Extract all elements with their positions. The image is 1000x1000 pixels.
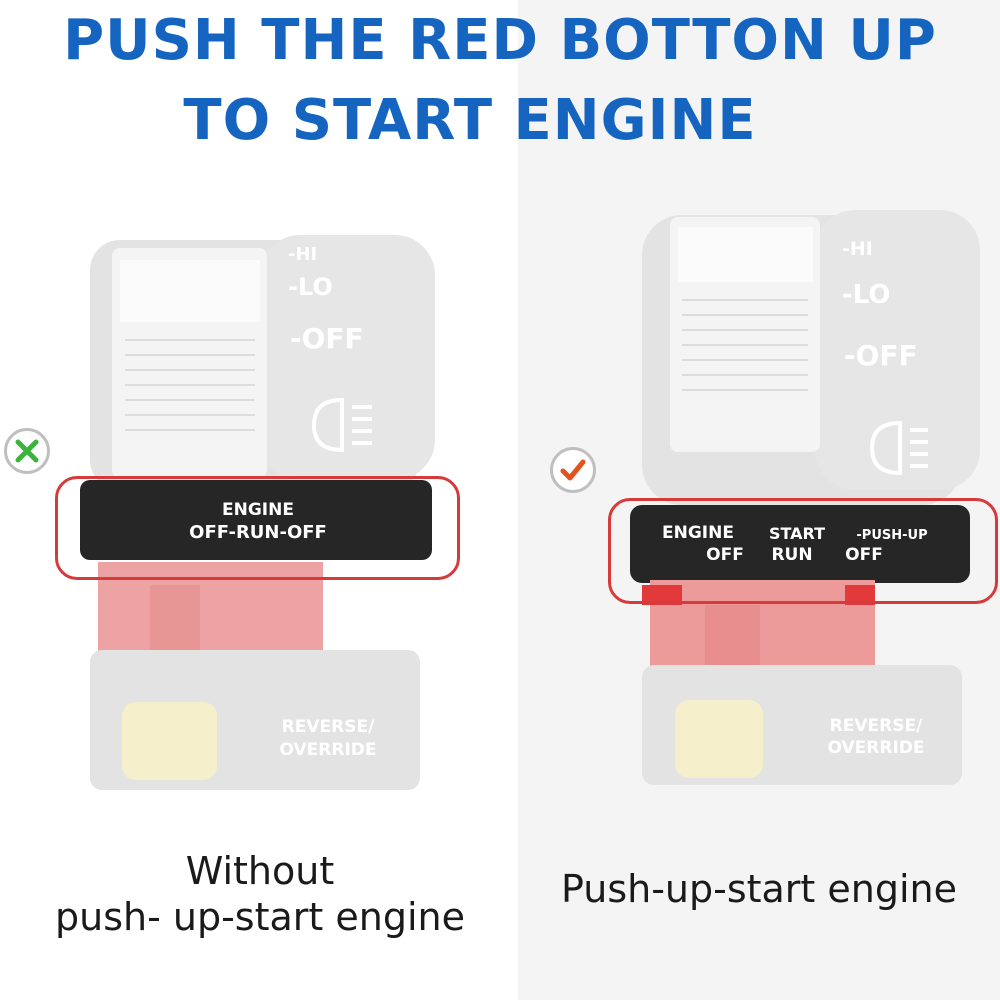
left-engine-states: OFF-RUN-OFF [189,522,327,543]
headline-line-1: PUSH THE RED BOTTON UP [63,8,937,73]
right-start-label: START [769,524,825,543]
right-status-mark [550,447,596,493]
right-off-label: -OFF [844,339,918,372]
right-caption: Push-up-start engine [560,867,958,911]
right-off2-label: OFF [845,545,883,565]
cross-icon [15,439,39,463]
right-push-up-label: -PUSH-UP [856,528,927,543]
headline-line-2: TO START ENGINE [183,88,757,153]
right-engine-highlight [608,498,998,604]
left-off-label: -OFF [290,322,364,355]
right-off1-label: OFF [706,545,744,565]
left-caption-line-1: Without [185,849,335,893]
right-handlebar-switch: -HI -LO -OFF ENGINE START -PUSH-UP OFF R… [630,210,980,785]
left-reverse-label: REVERSE/ [282,717,375,737]
right-engine-label: ENGINE [662,523,734,543]
right-reverse-label: REVERSE/ [830,716,923,736]
left-override-label: OVERRIDE [280,740,377,760]
left-headlight-icon [311,397,372,453]
left-caption: Without push- up-start engine [20,848,500,940]
right-hi-label: -HI [842,238,873,260]
left-lo-label: -LO [288,273,333,301]
right-run-label: RUN [771,545,812,565]
left-engine-highlight [55,476,460,580]
left-caption-line-2: push- up-start engine [55,895,465,939]
right-lo-label: -LO [842,280,891,310]
checkmark-icon [560,459,586,481]
left-status-mark [4,428,50,474]
left-engine-label: ENGINE [222,500,294,520]
right-override-label: OVERRIDE [828,738,925,758]
right-headlight-icon [869,420,928,476]
left-hi-label: -HI [288,244,317,265]
